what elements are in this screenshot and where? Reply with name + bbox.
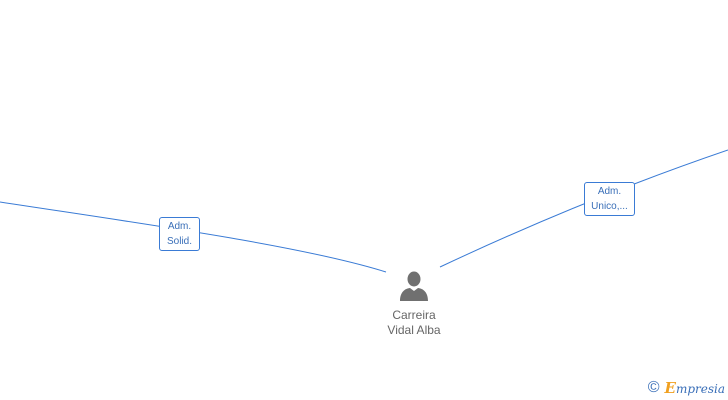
brand-initial: E bbox=[664, 378, 676, 397]
person-icon bbox=[400, 271, 428, 301]
brand-footer[interactable]: © Empresia bbox=[648, 380, 725, 396]
person-name-line: Vidal Alba bbox=[387, 323, 441, 337]
edge-label-line: Unico,... bbox=[591, 201, 628, 212]
edge-label-adm-unico[interactable]: Adm. Unico,... bbox=[584, 182, 635, 216]
edge-label-line: Solid. bbox=[166, 236, 192, 247]
copyright-icon: © bbox=[647, 379, 660, 396]
edge-left-line bbox=[0, 201, 387, 273]
person-node[interactable]: Carreira Vidal Alba bbox=[372, 270, 456, 338]
edge-label-adm-solid[interactable]: Adm. Solid. bbox=[159, 217, 200, 251]
person-name-line: Carreira bbox=[392, 308, 436, 322]
edge-label-line: Adm. bbox=[167, 221, 192, 232]
brand-name-rest: mpresia bbox=[675, 381, 725, 396]
person-name: Carreira Vidal Alba bbox=[372, 308, 456, 338]
edge-label-line: Adm. bbox=[597, 186, 622, 197]
brand-logo: Empresia bbox=[664, 378, 726, 397]
